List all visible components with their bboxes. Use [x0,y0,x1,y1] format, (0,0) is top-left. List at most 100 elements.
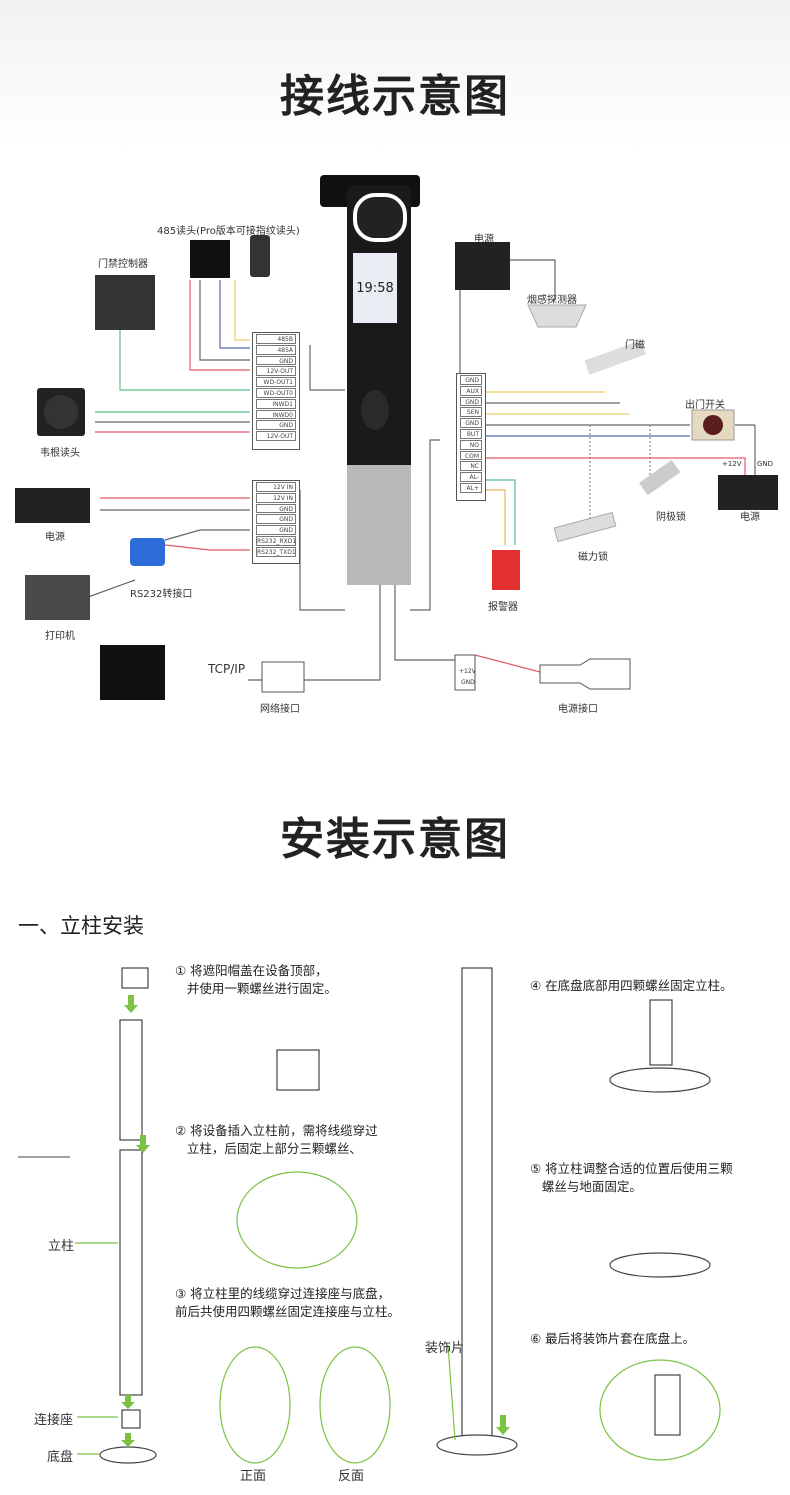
terminal-pin: 485B [256,334,296,344]
terminal-pin: AL+ [460,482,482,493]
connector-icon [121,1409,141,1429]
label-trim: 装饰片 [425,1341,465,1356]
label-network-port: 网络接口 [260,704,300,715]
terminal-pin: GND [460,375,482,385]
base-icon [99,1446,157,1464]
wiring-diagram: 19:58 [15,175,778,700]
wiring-title: 接线示意图 [280,71,510,122]
rs232-adapter-icon [130,538,165,566]
computer-icon [100,645,165,700]
alarm-icon [492,550,520,590]
terminal-pin: INWD0 [256,409,296,420]
install-title: 安装示意图 [280,814,510,865]
door-sensor-icon [584,340,646,375]
network-port-icon [261,661,305,693]
label-gnd: GND [757,460,774,468]
terminal-pin: 12V-OUT [256,431,296,441]
terminal-pin: BUT [460,428,482,439]
label-wiegand-reader: 韦根读头 [40,448,80,459]
label-plus12v: +12V [722,460,742,468]
printer-icon [25,575,90,620]
access-controller-icon [95,275,155,330]
step-2: ② 将设备插入立柱前，需将线缆穿过 立柱，后固定上部分三颗螺丝、 [175,1123,378,1156]
smoke-detector-icon [527,304,587,328]
camera-icon [353,193,407,242]
terminal-pin: 12V IN [256,492,296,503]
terminal-pin: GND [256,420,296,431]
terminal-pin: NC [460,461,482,472]
column-icon [119,1149,143,1396]
maglock-icon [553,511,617,543]
header-band [0,0,790,150]
sun-cap-icon [121,967,149,989]
label-smoke-detector: 烟感探测器 [527,295,577,306]
label-maglock: 磁力锁 [578,552,608,563]
label-alarm: 报警器 [488,602,518,613]
label-front: 正面 [240,1469,267,1484]
label-tcpip: TCP/IP [208,662,246,676]
terminal-pin: AUX [460,385,482,396]
terminal-pin: GND [256,355,296,366]
plug-pin-12v: +12V [459,668,476,675]
label-power-top: 电源 [474,234,494,245]
screen-time: 19:58 [356,281,393,296]
cathode-lock-icon [639,459,681,496]
terminal-pin: 12V-OUT [256,366,296,377]
section-heading: 一、立柱安装 [18,914,144,938]
terminal-pin: GND [460,418,482,428]
terminal-pin: 485A [256,344,296,355]
terminal-pin: RS232_RXD1 [256,535,297,546]
arrow-down-icon [124,995,138,1013]
device-part-icon [119,1019,143,1141]
label-printer: 打印机 [45,631,75,642]
fingerprint-reader-icon [250,235,270,277]
card-reader-icon [361,390,389,430]
terminal-pin: AL- [460,472,482,482]
arrow-down-icon [121,1433,135,1447]
detail-circle-back [319,1346,391,1464]
label-power-port: 电源接口 [558,704,598,715]
terminal-pin: WD-OUT1 [256,377,296,387]
label-back: 反面 [338,1469,365,1484]
step-3: ③ 将立柱里的线缆穿过连接座与底盘， 前后共使用四颗螺丝固定连接座与立柱。 [175,1286,401,1319]
label-rs232: RS232转接口 [130,589,193,600]
power-supply-right-icon [718,475,778,510]
label-access-controller: 门禁控制器 [98,259,148,270]
face-terminal-device: 19:58 [320,175,420,585]
label-base: 底盘 [47,1450,74,1465]
terminal-pin: GND [256,503,296,514]
label-cathode-lock: 阴极锁 [656,512,686,523]
power-supply-left-icon [15,488,90,523]
terminal-pin: GND [256,514,296,525]
terminal-pin: RS232_TXD1 [256,546,296,557]
arrow-down-icon [496,1415,510,1435]
power-plug-icon [539,658,631,690]
terminal-pin: COM [460,450,482,461]
485-reader-icon [190,240,230,278]
step-1: ① 将遮阳帽盖在设备顶部， 并使用一颗螺丝进行固定。 [175,963,337,996]
terminal-pin: WD-OUT0 [256,387,296,398]
terminal-pin: NO [460,439,482,450]
terminal-pin: SEN [460,407,482,418]
label-connector: 连接座 [34,1413,74,1428]
terminal-pin: 12V IN [256,482,296,492]
detail-circle-front [219,1346,291,1464]
cap-detail-icon [276,1049,320,1091]
detail-circle-6 [599,1359,721,1461]
label-power-right: 电源 [740,512,760,523]
label-exit-button: 出门开关 [685,400,725,411]
arrow-down-icon [136,1135,150,1153]
terminal-pin: INWD1 [256,398,296,409]
terminal-pin: GND [460,396,482,407]
step-5: ⑤ 将立柱调整合适的位置后使用三颗 螺丝与地面固定。 [530,1161,733,1194]
label-power-left: 电源 [45,532,65,543]
assembled-column-icon [461,967,493,1439]
label-column: 立柱 [48,1239,75,1254]
plug-pin-gnd: GND [461,679,475,686]
label-485-reader: 485读头(Pro版本可接指纹读头) [157,226,300,237]
step-4: ④ 在底盘底部用四颗螺丝固定立柱。 [530,978,733,993]
label-door-sensor: 门磁 [625,340,645,351]
power-supply-top-icon [455,242,510,290]
